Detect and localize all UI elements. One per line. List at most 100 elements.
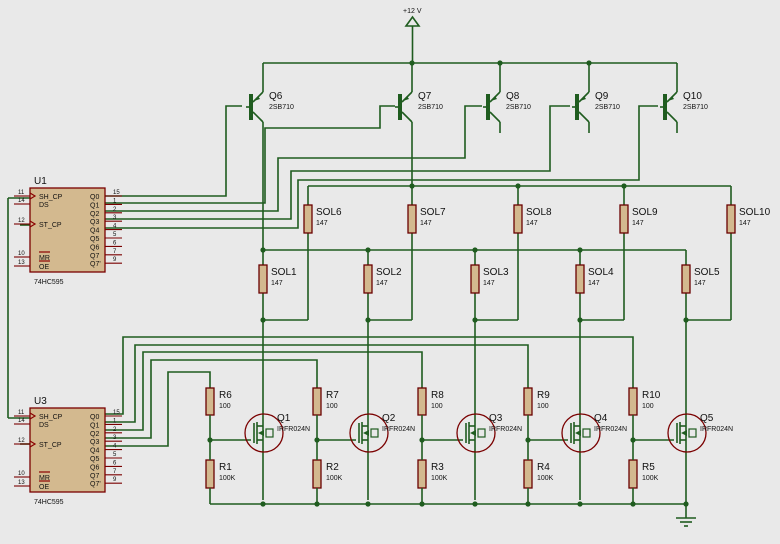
- junction-dot: [497, 60, 503, 66]
- component-value: 147: [376, 280, 388, 287]
- shift-register-u3[interactable]: U374HC59511SH_CP14DS12ST_CP10MR13OE15Q01…: [14, 396, 122, 506]
- resistor-body: [628, 387, 638, 416]
- pnp-transistor-q8[interactable]: Q8 2SB710: [483, 91, 531, 123]
- clock-marker-icon: [29, 192, 37, 200]
- component-value: 147: [483, 280, 495, 287]
- transistor-ref: Q9: [595, 91, 609, 102]
- junction-dot: [365, 501, 371, 507]
- channel-arrow-icon: [575, 430, 581, 436]
- junction-dot: [683, 501, 689, 507]
- pin-number: 15: [113, 410, 120, 416]
- collector-lead: [578, 111, 590, 123]
- supply-arrow-icon: [404, 15, 421, 27]
- pnp-transistor-q9[interactable]: Q9 2SB710: [572, 91, 620, 123]
- body-diode-icon: [370, 428, 379, 438]
- pin-number: 15: [113, 190, 120, 196]
- junction-dot: [577, 247, 583, 253]
- pin-name: OE: [39, 264, 49, 271]
- transistor-part: 2SB710: [506, 104, 531, 111]
- pin-name: Q6: [90, 244, 99, 251]
- pin-number: 7: [113, 249, 117, 255]
- transistor-ref: Q8: [506, 91, 520, 102]
- component-value: 147: [316, 220, 328, 227]
- component-ref: R4: [537, 462, 550, 473]
- component-value: 100: [642, 403, 654, 410]
- pin-number: 1: [113, 418, 117, 424]
- component-ref: R1: [219, 462, 232, 473]
- component-value: 147: [526, 220, 538, 227]
- base-bar: [486, 94, 490, 120]
- component-ref: SOL1: [271, 267, 297, 278]
- supply-label: +12 V: [403, 8, 422, 15]
- resistor-body: [513, 204, 523, 234]
- pin-number: 11: [18, 190, 25, 196]
- component-ref: SOL7: [420, 207, 446, 218]
- mosfet-body: [667, 413, 707, 453]
- resistor-body: [628, 459, 638, 489]
- transistor-part: 2SB710: [595, 104, 620, 111]
- channel-arrow-icon: [470, 430, 476, 436]
- junction-dot: [207, 437, 213, 443]
- mosfet-body: [244, 413, 284, 453]
- component-value: 100K: [326, 475, 343, 482]
- component-ref: R9: [537, 390, 550, 401]
- component-value: 147: [694, 280, 706, 287]
- resistor-body: [258, 264, 268, 294]
- pin-number: 9: [113, 257, 117, 263]
- pin-name: MR: [39, 475, 50, 482]
- mosfet-body: [349, 413, 389, 453]
- resistor-r4[interactable]: R4 100K: [523, 459, 554, 489]
- component-ref: SOL4: [588, 267, 614, 278]
- base-bar: [575, 94, 579, 120]
- junction-dot: [515, 183, 521, 189]
- pin-name: Q7': [90, 261, 101, 268]
- channel-arrow-icon: [363, 430, 369, 436]
- mosfet-ref: Q5: [700, 413, 714, 424]
- junction-dot: [419, 501, 425, 507]
- junction-dot: [314, 437, 320, 443]
- resistor-body: [681, 264, 691, 294]
- clock-marker-icon: [29, 440, 37, 448]
- resistor-body: [205, 387, 215, 416]
- resistor-body: [363, 264, 373, 294]
- pin-name: OE: [39, 484, 49, 491]
- body-diode-icon: [477, 428, 486, 438]
- shift-register-u1[interactable]: U174HC59511SH_CP14DS12ST_CP10MR13OE15Q01…: [14, 176, 122, 286]
- pin-name: Q0: [90, 414, 99, 421]
- chip-part: 74HC595: [34, 279, 64, 286]
- component-value: 100K: [537, 475, 554, 482]
- pin-name: Q1: [90, 202, 99, 209]
- component-value: 100: [431, 403, 443, 410]
- pin-number: 10: [18, 251, 25, 257]
- pin-number: 1: [113, 198, 117, 204]
- pin-number: 3: [113, 215, 117, 221]
